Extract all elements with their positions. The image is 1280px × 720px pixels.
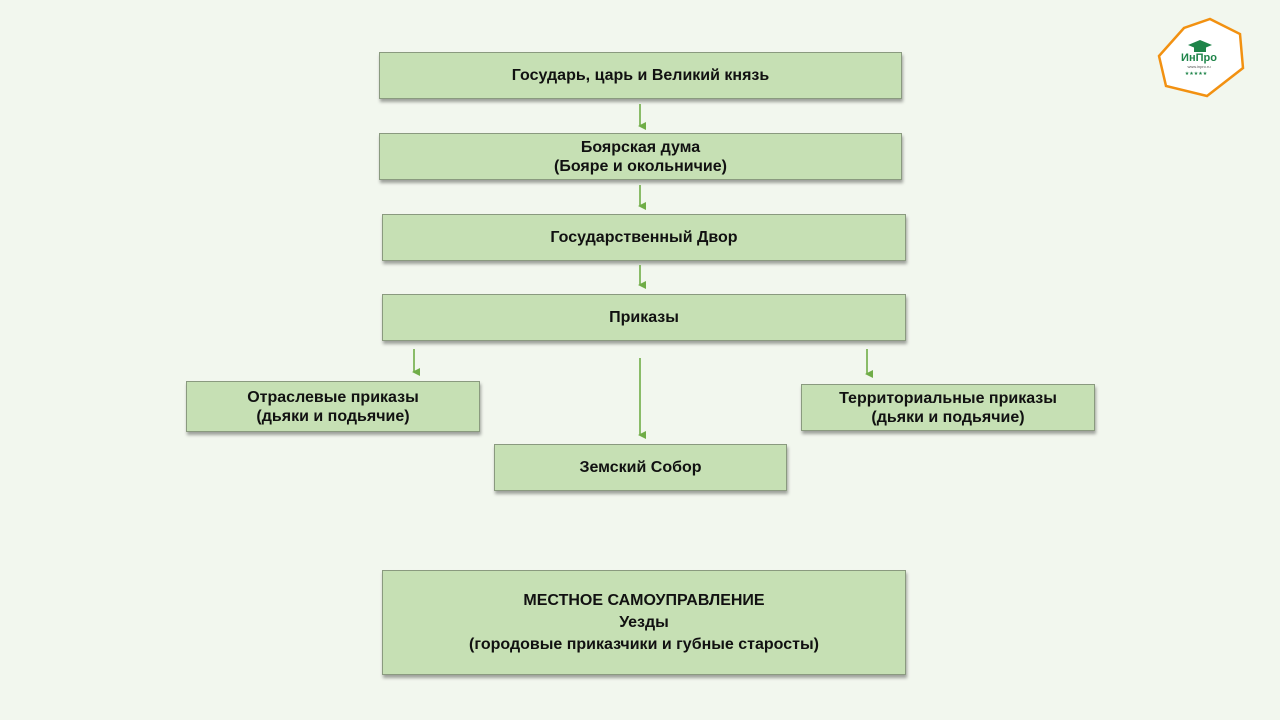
prikazy-label: Приказы xyxy=(609,309,679,326)
logo-brand: ИнПро xyxy=(1181,52,1217,64)
local-government-subtitle: Уезды xyxy=(619,613,669,631)
logo-site: www.inpro.ru xyxy=(1187,64,1210,69)
local-government-title: МЕСТНОЕ САМОУПРАВЛЕНИЕ xyxy=(523,591,765,609)
boyar-duma-sublabel: (Бояре и окольничие) xyxy=(554,157,727,175)
boyar-duma-box: Боярская дума (Бояре и окольничие) xyxy=(379,133,902,180)
zemsky-sobor-box: Земский Собор xyxy=(494,444,787,491)
logo-stars: ★★★★★ xyxy=(1185,71,1208,77)
state-court-label: Государственный Двор xyxy=(550,229,738,246)
territorial-prikazy-box: Территориальные приказы (дьяки и подьячи… xyxy=(801,384,1095,431)
local-government-detail: (городовые приказчики и губные старосты) xyxy=(469,635,819,653)
graduation-cap-icon xyxy=(1188,40,1212,52)
state-court-box: Государственный Двор xyxy=(382,214,906,261)
inpro-logo: ИнПро www.inpro.ru ★★★★★ xyxy=(1152,16,1248,100)
territorial-prikazy-label: Территориальные приказы xyxy=(839,389,1057,407)
sovereign-label: Государь, царь и Великий князь xyxy=(511,67,770,84)
sectoral-prikazy-sublabel: (дьяки и подьячие) xyxy=(256,407,410,425)
prikazy-box: Приказы xyxy=(382,294,906,341)
territorial-prikazy-sublabel: (дьяки и подьячие) xyxy=(871,408,1025,426)
zemsky-sobor-label: Земский Собор xyxy=(579,459,702,476)
local-government-box: МЕСТНОЕ САМОУПРАВЛЕНИЕ Уезды (городовые … xyxy=(382,570,906,675)
sectoral-prikazy-box: Отраслевые приказы (дьяки и подьячие) xyxy=(186,381,480,432)
sovereign-box: Государь, царь и Великий князь xyxy=(379,52,902,99)
sectoral-prikazy-label: Отраслевые приказы xyxy=(247,388,419,406)
boyar-duma-label: Боярская дума xyxy=(580,138,701,156)
